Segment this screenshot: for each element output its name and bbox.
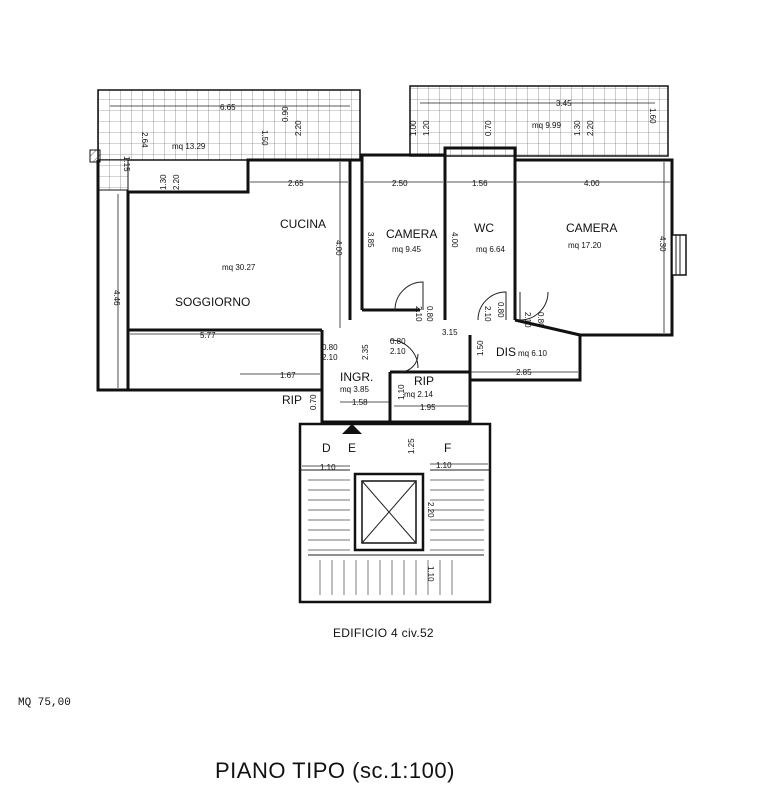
room-cucina-name: CUCINA (280, 217, 326, 231)
dim-label: 1.60 (648, 108, 657, 124)
dim-label: 1.30 (573, 120, 582, 136)
dim-label: 1.95 (420, 403, 436, 412)
room-rip-outer-name: RIP (282, 393, 302, 407)
dimension-lines (110, 102, 670, 467)
dim-label: 1.67 (280, 371, 296, 380)
dim-label: 1.10 (436, 461, 452, 470)
dim-label: 1.15 (122, 156, 131, 172)
room-camera1-area: mq 9.45 (392, 245, 421, 254)
dim-label: 2.10 (523, 312, 532, 328)
dimension-labels: 6.65 3.45 1.50 0.90 2.20 1.00 1.20 0.70 … (112, 99, 667, 582)
room-dis-area: mq 6.10 (518, 349, 547, 358)
dim-label: 4.30 (658, 236, 667, 252)
dim-label: 4.00 (450, 232, 459, 248)
exterior-walls (89, 146, 687, 424)
dim-label: 1.20 (422, 120, 431, 136)
room-labels: CUCINA SOGGIORNO mq 30.27 CAMERA mq 9.45… (172, 121, 617, 455)
dim-label: 0.80 (425, 306, 434, 322)
dim-label: 2.35 (361, 344, 370, 360)
interior-walls (128, 155, 581, 422)
dim-label: 1.30 (159, 174, 168, 190)
stairwell (298, 422, 492, 604)
dim-label: 2.50 (392, 179, 408, 188)
dim-label: 1.50 (260, 130, 269, 146)
total-area: MQ 75,00 (18, 697, 71, 709)
dim-label: 2.20 (586, 120, 595, 136)
marker-d: D (322, 441, 331, 455)
dim-label: 4.00 (584, 179, 600, 188)
room-camera2-name: CAMERA (566, 221, 617, 235)
dim-label: 2.10 (322, 353, 338, 362)
dim-label: 4.46 (112, 290, 121, 306)
dim-label: 0.80 (496, 302, 505, 318)
dim-label: 0.80 (536, 312, 545, 328)
dim-label: 1.10 (320, 463, 336, 472)
building-label: EDIFICIO 4 civ.52 (333, 626, 434, 640)
balcony-left-area: mq 13.29 (172, 142, 206, 151)
marker-e: E (348, 441, 356, 455)
dim-label: 1.10 (397, 384, 406, 400)
dim-label: 2.10 (390, 347, 406, 356)
dim-label: 1.00 (409, 120, 418, 136)
room-ingresso-name: INGR. (340, 370, 373, 384)
dim-label: 3.45 (556, 99, 572, 108)
room-wc-name: WC (474, 221, 494, 235)
dim-label: 4.00 (334, 240, 343, 256)
dim-label: 3.15 (442, 328, 458, 337)
dim-label: 0.80 (390, 337, 406, 346)
balcony-right (409, 85, 669, 157)
room-rip-inner-name: RIP (414, 374, 434, 388)
dim-label: 6.65 (220, 103, 236, 112)
dim-label: 2.20 (294, 120, 303, 136)
dim-label: 0.70 (309, 394, 318, 410)
dim-label: 2.65 (288, 179, 304, 188)
balcony-right-area: mq 9.99 (532, 121, 561, 130)
dim-label: 2.20 (172, 174, 181, 190)
dim-label: 1.50 (476, 340, 485, 356)
dim-label: 1.56 (472, 179, 488, 188)
room-soggiorno-area: mq 30.27 (222, 263, 256, 272)
dim-label: 2.85 (516, 368, 532, 377)
plan-title: PIANO TIPO (sc.1:100) (215, 758, 455, 783)
door-swings (389, 281, 549, 373)
dim-label: 1.10 (426, 566, 435, 582)
dim-label: 2.10 (414, 306, 423, 322)
dim-label: 2.20 (426, 502, 435, 518)
room-dis-name: DIS (496, 345, 516, 359)
room-soggiorno-name: SOGGIORNO (175, 295, 250, 309)
marker-f: F (444, 441, 451, 455)
dim-label: 1.25 (407, 438, 416, 454)
dim-label: 1.58 (352, 398, 368, 407)
dim-label: 5.77 (200, 331, 216, 340)
dim-label: 0.90 (281, 106, 290, 122)
dim-label: 3.85 (366, 232, 375, 248)
entrance-arrow-icon (342, 424, 362, 434)
dim-label: 0.80 (322, 343, 338, 352)
room-ingresso-area: mq 3.85 (340, 385, 369, 394)
balcony-left (97, 89, 361, 191)
dim-label: 2.10 (483, 306, 492, 322)
room-camera2-area: mq 17.20 (568, 241, 602, 250)
room-rip-inner-area: mq 2.14 (404, 390, 433, 399)
room-wc-area: mq 6.64 (476, 245, 505, 254)
dim-label: 2.64 (140, 132, 149, 148)
dim-label: 0.70 (484, 120, 493, 136)
room-camera1-name: CAMERA (386, 227, 437, 241)
